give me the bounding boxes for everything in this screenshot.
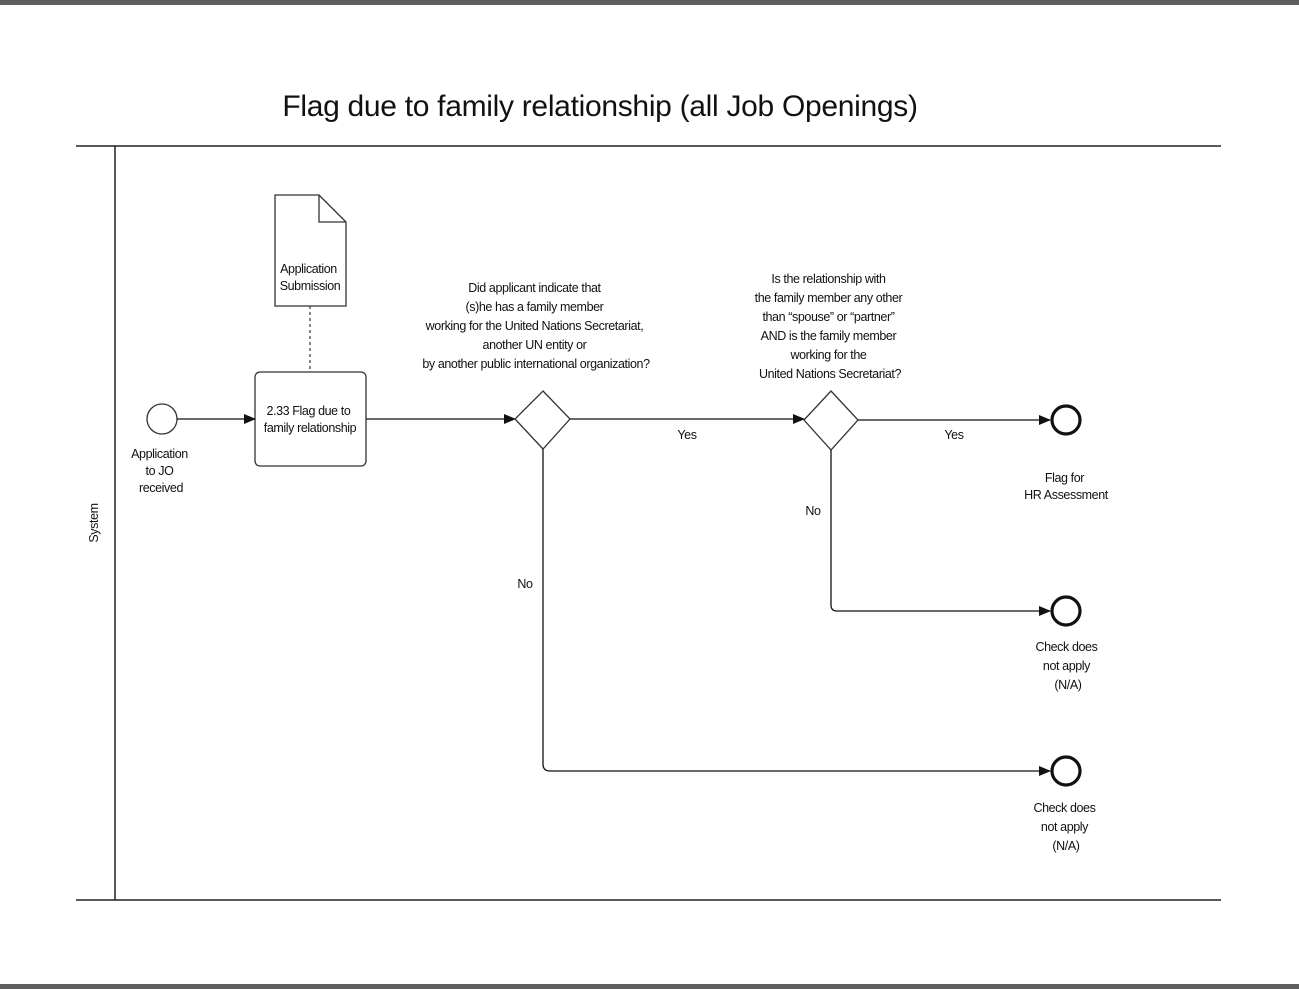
end-event-flag[interactable]	[1050, 404, 1082, 436]
document-fold	[318, 195, 346, 223]
gateway1-diamond[interactable]	[514, 390, 571, 450]
end-event-na-2[interactable]	[1050, 755, 1082, 787]
gateway1-no-label: No	[517, 577, 533, 591]
end-event-na-1-label: Check does not apply (N/A)	[1035, 640, 1100, 692]
flow-gateway1-no	[542, 449, 1051, 776]
gateway1-question: Did applicant indicate that (s)he has a …	[422, 281, 650, 371]
flow-gateway2-no	[830, 450, 1051, 616]
end-event-na-2-label: Check does not apply (N/A)	[1033, 801, 1098, 853]
document-label: Application Submission	[280, 262, 341, 293]
gateway2-yes-label: Yes	[944, 428, 963, 442]
lane-label: System	[87, 503, 101, 542]
bottom-border	[0, 984, 1299, 989]
start-event-label: Application to JO received	[131, 447, 191, 495]
gateway2-question: Is the relationship with the family memb…	[755, 272, 906, 381]
task-box[interactable]	[254, 371, 367, 467]
document-shape[interactable]	[274, 194, 347, 307]
end-event-na-1[interactable]	[1050, 595, 1082, 627]
gateway1-yes-label: Yes	[677, 428, 696, 442]
end-event-flag-label: Flag for HR Assessment	[1024, 471, 1109, 502]
top-border	[0, 0, 1299, 5]
gateway2-diamond[interactable]	[803, 390, 859, 451]
task-label: 2.33 Flag due to family relationship	[264, 404, 357, 435]
diagram-title: Flag due to family relationship (all Job…	[282, 90, 917, 123]
start-event-circle[interactable]	[146, 403, 178, 435]
gateway2-no-label: No	[805, 504, 821, 518]
